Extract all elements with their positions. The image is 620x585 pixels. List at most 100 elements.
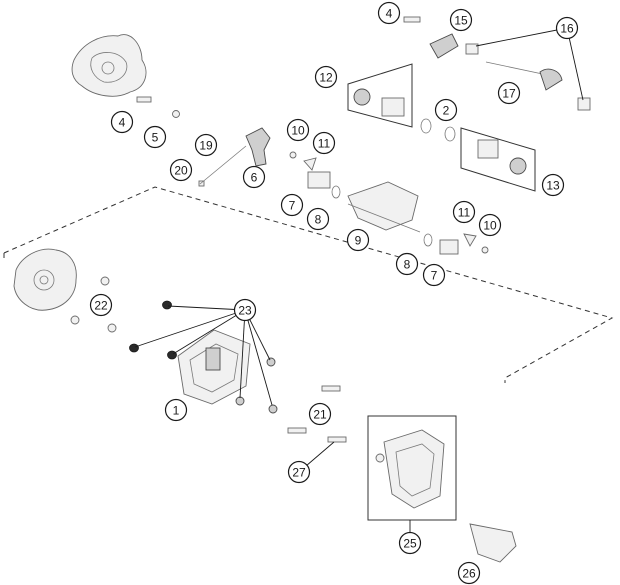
callout-label: 23	[238, 304, 252, 318]
callout-circle	[242, 165, 266, 189]
callout-label: 5	[152, 131, 159, 145]
callout-label: 7	[431, 269, 438, 283]
callout-2: 2	[434, 98, 458, 122]
callout-label: 19	[199, 139, 213, 153]
callout-25: 25	[398, 531, 422, 555]
main-housing	[177, 329, 251, 405]
callout-15: 15	[449, 8, 473, 32]
callout-8: 8	[395, 252, 419, 276]
callout-22: 22	[89, 293, 113, 317]
callout-5: 5	[143, 125, 167, 149]
shift-assembly	[429, 33, 591, 111]
leader-lines	[134, 27, 584, 543]
assembly-boundary	[3, 186, 614, 383]
callout-label: 15	[454, 14, 468, 28]
group-frame-12	[347, 63, 413, 128]
callout-label: 7	[289, 199, 296, 213]
callout-label: 8	[315, 213, 322, 227]
callout-label: 12	[319, 71, 333, 85]
callout-20: 20	[169, 158, 193, 182]
callout-label: 26	[462, 567, 476, 581]
callout-4: 4	[110, 110, 134, 134]
shaft-assembly	[307, 171, 459, 255]
callout-12: 12	[314, 65, 338, 89]
guard-cover	[383, 429, 445, 509]
callout-label: 9	[355, 234, 362, 248]
lever-with-pin	[199, 127, 271, 185]
callout-label: 6	[251, 171, 258, 185]
callout-circle	[194, 133, 218, 157]
callout-label: 11	[458, 206, 471, 220]
group-12-parts	[353, 88, 405, 117]
callout-circle	[377, 1, 401, 25]
callout-label: 21	[313, 408, 327, 422]
callout-label: 8	[404, 258, 411, 272]
group-13-parts	[477, 139, 527, 175]
seals	[420, 118, 456, 142]
callout-circle	[233, 298, 257, 322]
lower-left-cover	[13, 248, 77, 311]
callout-circle	[89, 293, 113, 317]
callout-27: 27	[287, 460, 311, 484]
callout-circle	[395, 252, 419, 276]
callout-circle	[457, 561, 481, 585]
group-frame-25	[367, 415, 457, 521]
callout-label: 13	[546, 179, 560, 193]
callout-4: 4	[377, 1, 401, 25]
callout-9: 9	[346, 228, 370, 252]
callout-label: 4	[119, 116, 126, 130]
callout-circle	[452, 200, 476, 224]
callout-label: 4	[386, 7, 393, 21]
callout-circle	[308, 402, 332, 426]
callout-11: 11	[312, 131, 336, 155]
callout-7: 7	[422, 263, 446, 287]
callout-10: 10	[286, 118, 310, 142]
callout-17: 17	[497, 81, 521, 105]
callout-label: 10	[291, 124, 305, 138]
callout-label: 1	[173, 404, 180, 418]
callout-13: 13	[541, 173, 565, 197]
callout-label: 10	[483, 219, 497, 233]
callout-circle	[169, 158, 193, 182]
callout-16: 16	[555, 16, 579, 40]
callout-label: 17	[502, 87, 516, 101]
callout-label: 22	[94, 299, 108, 313]
callout-circle	[287, 460, 311, 484]
callout-label: 27	[292, 466, 306, 480]
callout-label: 25	[403, 537, 417, 551]
callout-label: 11	[318, 137, 331, 151]
bracket-plate	[469, 523, 517, 563]
callout-circle	[110, 110, 134, 134]
callout-19: 19	[194, 133, 218, 157]
small-hardware	[70, 16, 489, 463]
callout-circle	[314, 65, 338, 89]
callout-circle	[398, 531, 422, 555]
callout-10: 10	[478, 213, 502, 237]
callout-circle	[280, 193, 304, 217]
callout-1: 1	[164, 398, 188, 422]
callout-circle	[306, 207, 330, 231]
callout-23: 23	[233, 298, 257, 322]
upper-cover	[71, 34, 147, 97]
callout-7: 7	[280, 193, 304, 217]
callout-circle	[449, 8, 473, 32]
callout-circle	[286, 118, 310, 142]
group-frame-13	[460, 127, 536, 192]
callout-11: 11	[452, 200, 476, 224]
callout-circle	[164, 398, 188, 422]
callout-circle	[478, 213, 502, 237]
callout-circle	[346, 228, 370, 252]
callout-26: 26	[457, 561, 481, 585]
callout-circle	[497, 81, 521, 105]
callout-circle	[541, 173, 565, 197]
callout-label: 2	[443, 104, 450, 118]
callout-21: 21	[308, 402, 332, 426]
callout-circle	[143, 125, 167, 149]
callout-circle	[422, 263, 446, 287]
callout-circle	[434, 98, 458, 122]
callout-label: 16	[560, 22, 574, 36]
callout-6: 6	[242, 165, 266, 189]
